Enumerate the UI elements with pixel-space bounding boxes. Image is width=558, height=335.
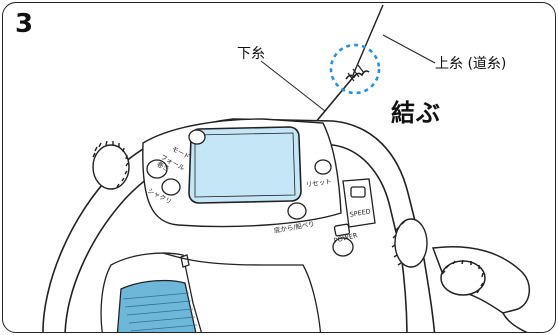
spool-area xyxy=(100,252,322,332)
knot-icon xyxy=(345,64,370,82)
upper-line xyxy=(352,4,384,76)
left-knob xyxy=(92,140,130,190)
bottom-depth-button xyxy=(287,202,307,220)
lower-line-label: 下糸 xyxy=(237,46,265,62)
handle-icon xyxy=(431,245,530,332)
buttons xyxy=(146,129,354,257)
speed-lever xyxy=(350,186,366,198)
fall-speed-button xyxy=(146,159,168,179)
power-button xyxy=(332,237,354,257)
knot-highlight-circle xyxy=(329,43,381,95)
step-number: 3 xyxy=(15,9,34,39)
side-panel xyxy=(333,178,376,237)
jerk-button xyxy=(161,178,181,196)
right-knob xyxy=(391,218,428,268)
lcd-screen xyxy=(188,126,302,204)
power-cover xyxy=(333,223,351,237)
tie-label: 結ぶ xyxy=(391,99,441,127)
reel-illustration xyxy=(42,4,530,332)
reset-button xyxy=(314,159,332,175)
lower-line xyxy=(314,74,356,124)
upper-line-label: 上糸 (道糸) xyxy=(435,56,507,72)
mode-button xyxy=(188,129,206,145)
